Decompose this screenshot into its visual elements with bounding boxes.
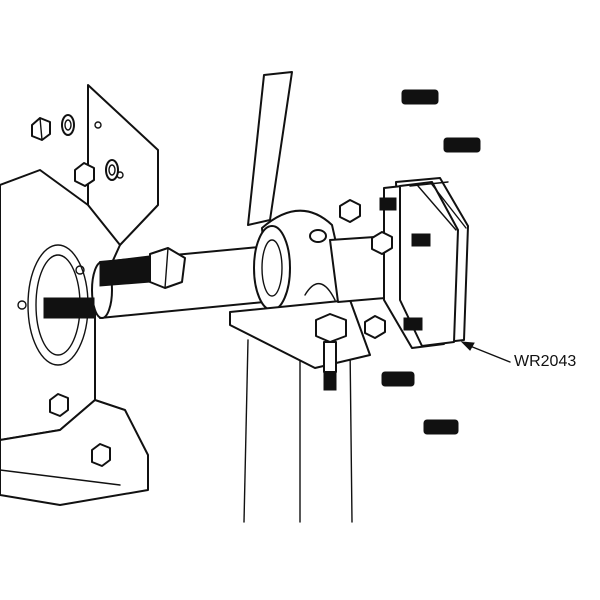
hex-nut [364,315,386,339]
hex-bolt [315,313,347,391]
washer-icon [61,114,75,136]
hex-nut [91,443,111,467]
carriage-bolt [423,419,459,435]
part-number-label: WR2043 [514,353,577,370]
hex-nut [49,393,69,417]
hex-nut [339,199,361,223]
hex-nut [371,231,393,255]
hex-nut [31,117,51,141]
rubber-pad-stack [383,181,467,349]
threaded-stud [379,197,431,331]
carriage-bolt [381,371,415,387]
grease-fitting-icon [309,229,327,243]
washer-icon [105,159,119,181]
carriage-bolt [443,137,481,153]
hex-nut [149,247,186,289]
carriage-bolt [401,89,439,105]
vertical-post [243,71,353,523]
hex-nut [74,162,95,187]
threaded-stud [43,255,151,319]
callout-leader [460,341,511,363]
